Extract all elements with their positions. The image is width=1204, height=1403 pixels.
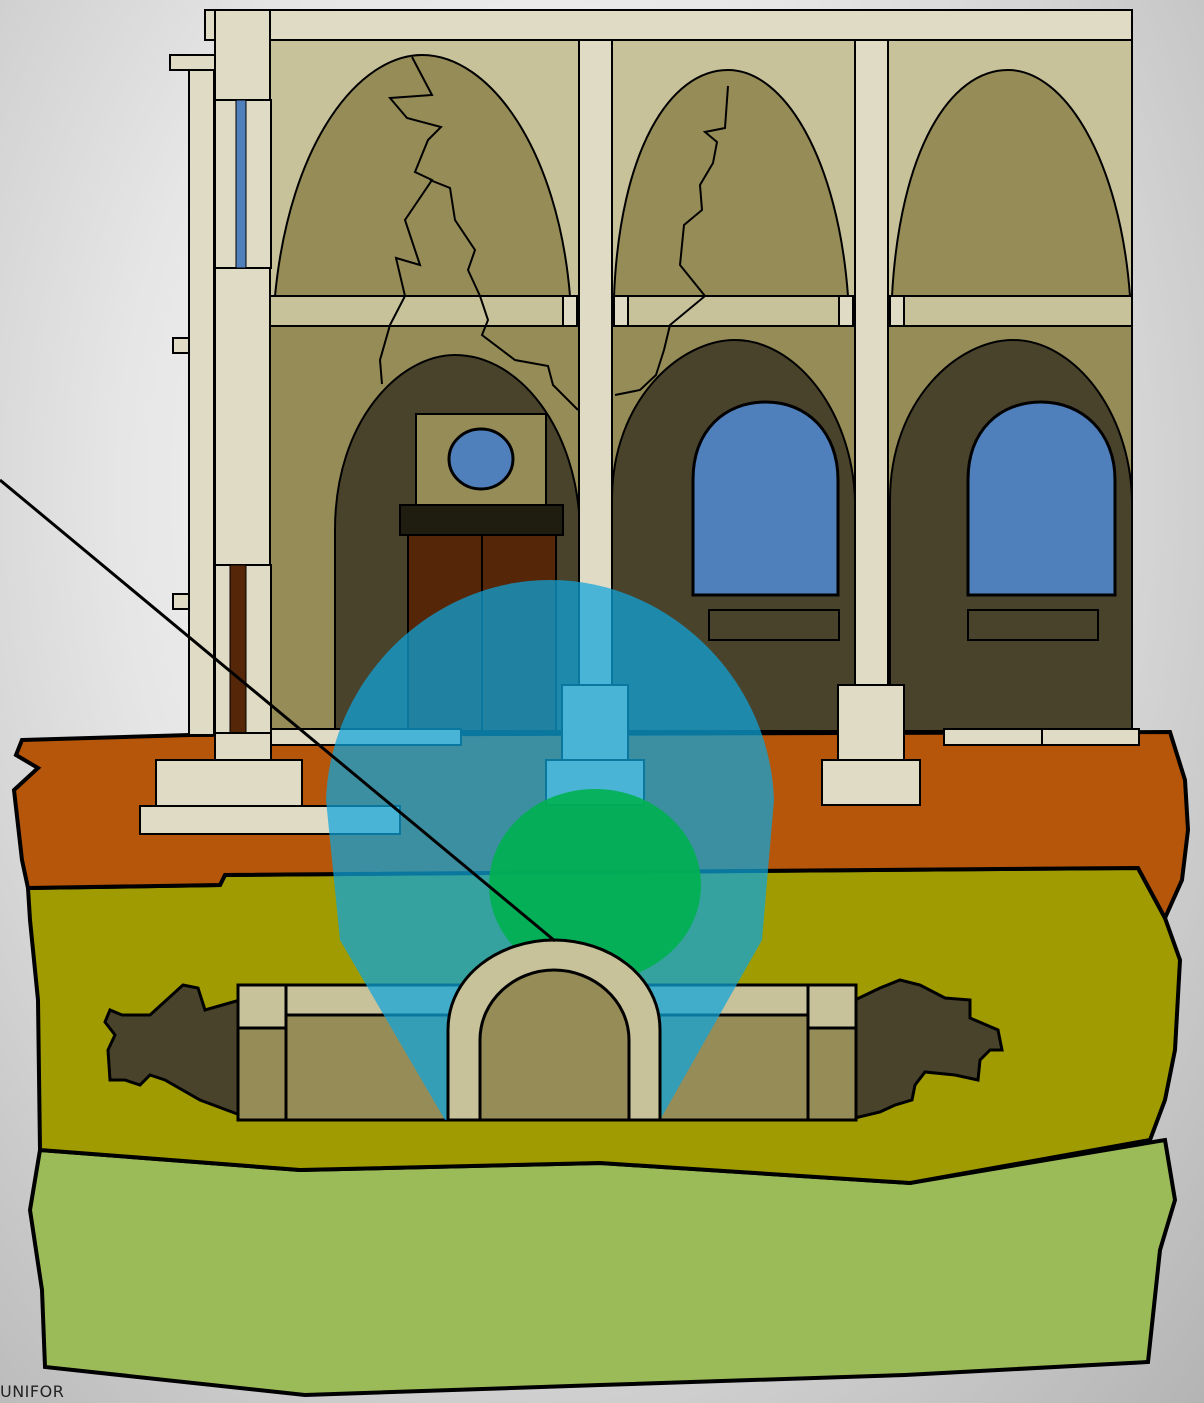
culvert-end-right <box>808 1028 856 1120</box>
culvert-end-right-cap <box>808 985 856 1028</box>
floor-slab-right-2 <box>1042 729 1139 745</box>
oculus-window <box>449 429 513 489</box>
culvert-end-left <box>238 1028 286 1120</box>
window-sill-middle <box>709 610 839 640</box>
window-middle <box>693 402 838 595</box>
culvert-end-left-cap <box>238 985 286 1028</box>
window-sill-right <box>968 610 1098 640</box>
side-door <box>230 565 246 733</box>
door-lintel <box>400 505 563 535</box>
culvert-arch <box>448 940 660 1120</box>
footer-label: UNIFOR <box>0 1382 64 1401</box>
roof-beam <box>205 10 1132 40</box>
floor-slab-right-1 <box>944 729 1044 745</box>
window-right <box>968 402 1115 595</box>
side-window <box>236 100 246 268</box>
soil-bottom-layer <box>30 1140 1175 1395</box>
